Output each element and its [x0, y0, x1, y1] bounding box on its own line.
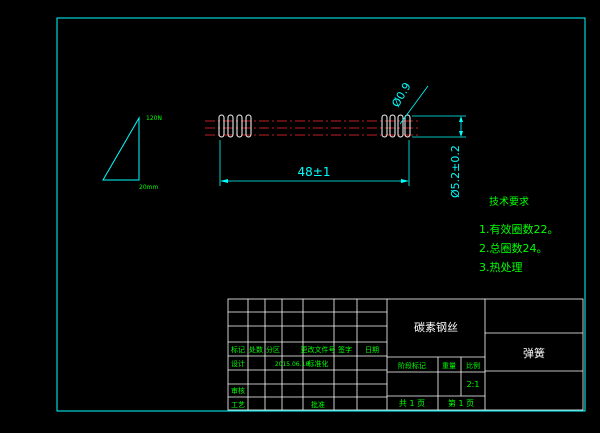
total-sheets: 共 1 页: [399, 399, 425, 408]
spring-drawing: 48±1 Ø0.9 Ø5.2±0.2: [205, 80, 466, 198]
standardization-label: 标准化: [308, 359, 329, 368]
length-dimension-text: 48±1: [298, 165, 331, 179]
coil: [236, 114, 243, 138]
coil: [381, 114, 388, 138]
coil: [245, 114, 252, 138]
arrowhead-right: [401, 179, 409, 183]
coil: [227, 114, 234, 138]
outer-diameter-text: Ø5.2±0.2: [449, 145, 462, 198]
spring-coils-right: [381, 114, 411, 138]
part-name-text: 弹簧: [523, 346, 545, 360]
arrowhead-left: [220, 179, 228, 183]
review-label: 审核: [231, 386, 245, 395]
gauge-triangle: [102, 116, 140, 181]
outer-diameter-dimension: [412, 115, 466, 138]
approve-label: 批准: [311, 400, 325, 409]
weight-label: 重量: [442, 362, 456, 370]
arrowhead-bottom: [459, 131, 463, 137]
designer-label: 设计: [231, 359, 245, 368]
title-block-border: [227, 298, 584, 411]
header-label: 更改文件号: [301, 345, 336, 354]
length-dimension: [219, 140, 410, 186]
date-text: 2015.06.18: [275, 361, 310, 368]
scale-value: 2:1: [467, 380, 480, 389]
sheet-number: 第 1 页: [448, 398, 474, 408]
coil: [397, 114, 404, 138]
tech-req-item: 2.总圈数24。: [479, 241, 548, 255]
header-label: 标记: [231, 345, 245, 354]
gauge-force-label: 120N: [146, 115, 162, 122]
coil: [404, 114, 411, 138]
tech-req-item: 1.有效圈数22。: [479, 222, 559, 236]
arrowhead-top: [459, 116, 463, 122]
stage-label: 阶段标记: [398, 361, 426, 370]
drawing-frame: [56, 17, 586, 412]
tech-req-item: 3.热处理: [479, 261, 523, 274]
header-label: 日期: [365, 346, 379, 354]
header-label: 分区: [266, 345, 280, 354]
technical-requirements: 技术要求 1.有效圈数22。 2.总圈数24。 3.热处理: [479, 195, 559, 274]
header-label: 处数: [249, 345, 263, 354]
title-block: [227, 298, 584, 411]
tech-req-heading: 技术要求: [489, 195, 529, 208]
force-gauge: 120N 20mm: [102, 115, 162, 191]
process-label: 工艺: [231, 401, 245, 409]
title-block-text: 碳素钢丝 弹簧 标记 处数 分区 更改文件号 签字 日期 设计 2015.06.…: [231, 320, 545, 409]
header-label: 签字: [338, 345, 352, 354]
scale-label: 比例: [466, 361, 480, 370]
wire-diameter-text: Ø0.9: [389, 80, 413, 109]
gauge-length-label: 20mm: [139, 184, 158, 191]
coil: [218, 114, 225, 138]
spring-coils-left: [218, 114, 252, 138]
wire-diameter-leader: [399, 85, 429, 125]
material-text: 碳素钢丝: [414, 320, 458, 334]
coil: [389, 114, 396, 138]
